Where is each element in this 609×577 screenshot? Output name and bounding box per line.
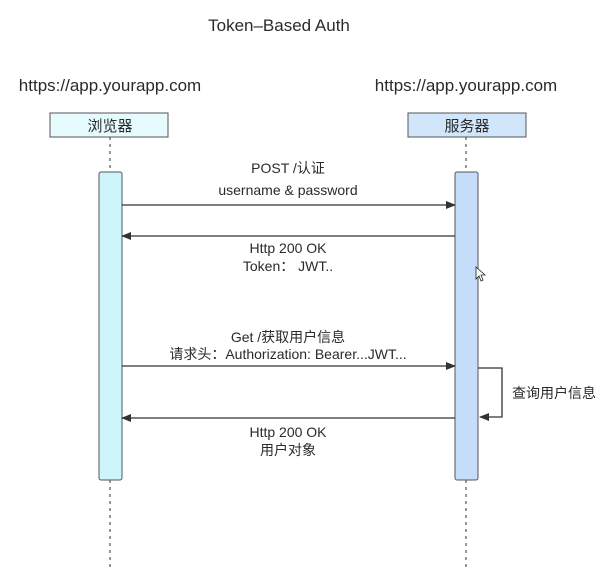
message-user-object-response: Http 200 OK 用户对象 bbox=[121, 414, 455, 458]
message-label: Http 200 OK bbox=[249, 240, 327, 256]
message-token-response: Http 200 OK Token： JWT.. bbox=[121, 232, 455, 274]
message-label: POST /认证 bbox=[251, 160, 325, 176]
diagram-title: Token–Based Auth bbox=[208, 16, 350, 35]
message-post-auth: POST /认证 username & password bbox=[122, 160, 456, 209]
server-host-label: https://app.yourapp.com bbox=[375, 76, 557, 95]
message-label: Http 200 OK bbox=[249, 424, 327, 440]
message-label: 请求头：Authorization: Bearer...JWT... bbox=[169, 346, 406, 362]
server-activation-bar bbox=[454, 171, 479, 481]
browser-activation-bar bbox=[98, 171, 123, 481]
server-box bbox=[407, 112, 527, 138]
mouse-cursor-icon bbox=[475, 266, 487, 282]
message-get-user-info: Get /获取用户信息 请求头：Authorization: Bearer...… bbox=[122, 329, 456, 370]
message-label: Token： JWT.. bbox=[243, 258, 333, 274]
browser-box bbox=[49, 112, 169, 138]
message-label: 用户对象 bbox=[260, 442, 316, 458]
browser-box-label: 浏览器 bbox=[87, 118, 132, 135]
browser-host-label: https://app.yourapp.com bbox=[19, 76, 201, 95]
browser-participant: 浏览器 bbox=[49, 112, 169, 138]
self-call-arrow bbox=[478, 367, 503, 421]
message-label: username & password bbox=[218, 182, 357, 198]
server-participant: 服务器 bbox=[407, 112, 527, 138]
server-box-label: 服务器 bbox=[444, 118, 489, 135]
message-label: 查询用户信息 bbox=[512, 385, 596, 401]
message-query-user-self: 查询用户信息 bbox=[478, 367, 596, 421]
message-label: Get /获取用户信息 bbox=[231, 329, 345, 345]
